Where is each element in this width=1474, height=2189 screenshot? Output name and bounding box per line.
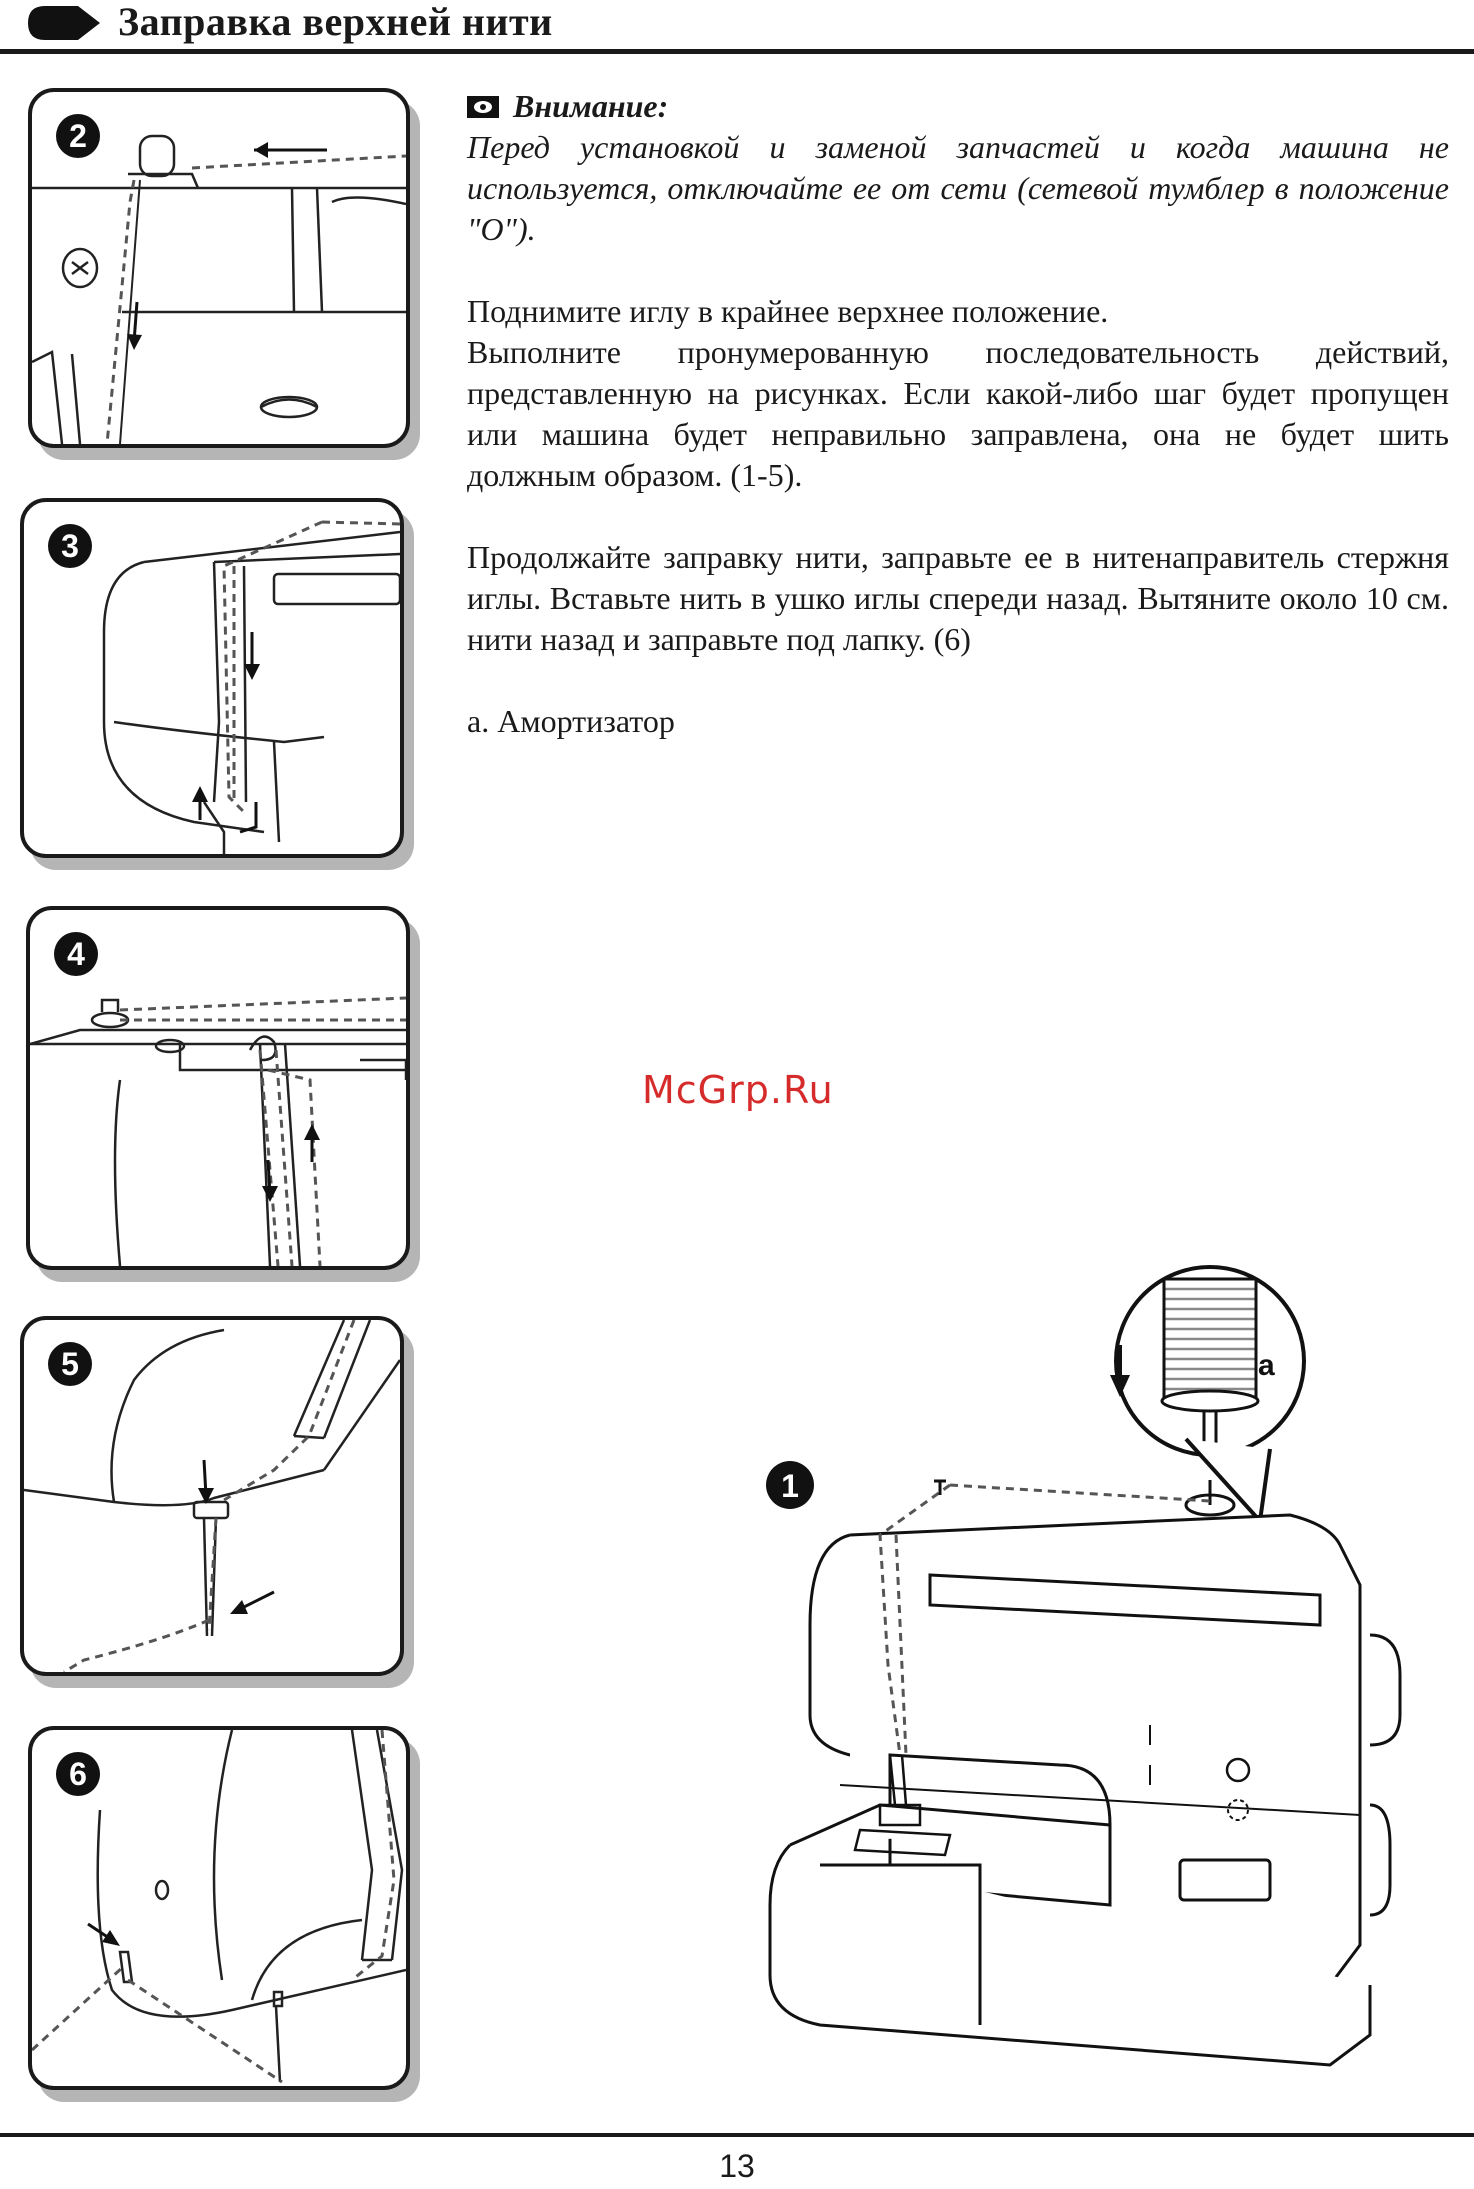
instructions-text: Внимание: Перед установкой и заменой зап…	[467, 86, 1449, 742]
sewing-machine-drawing: 1 a	[766, 1265, 1402, 2067]
header-rule	[0, 49, 1474, 54]
step-3-panel: 3	[20, 498, 404, 858]
main-machine-illustration: 1 a	[730, 1245, 1430, 2085]
warning-heading-text: Внимание:	[513, 88, 669, 124]
step-number-badge: 5	[48, 1342, 92, 1386]
step-4-panel: 4	[26, 906, 410, 1270]
paragraph-sequence: Выполните пронумерованную последовательн…	[467, 334, 1449, 493]
paragraph-continue-threading: Продолжайте заправку нити, заправьте ее …	[467, 539, 1449, 657]
step-4-illustration	[30, 996, 406, 1266]
watermark: McGrp.Ru	[642, 1068, 834, 1112]
step-3-illustration	[102, 520, 400, 854]
step-2-panel: 2	[28, 88, 410, 448]
callout-label-a: a	[1258, 1349, 1275, 1382]
step-number-badge: 4	[54, 932, 98, 976]
step-number-badge: 2	[56, 114, 100, 158]
section-marker-icon	[28, 6, 100, 40]
step-6-panel: 6	[28, 1726, 410, 2090]
step-2-illustration	[32, 134, 406, 444]
footer-rule	[0, 2133, 1474, 2137]
step-number-badge: 3	[48, 524, 92, 568]
warning-heading: Внимание:	[467, 86, 1449, 127]
step-5-illustration	[24, 1320, 400, 1672]
step-1-badge: 1	[781, 1468, 799, 1504]
warning-body: Перед установкой и заменой запчастей и к…	[467, 129, 1449, 247]
step-6-illustration	[32, 1730, 406, 2084]
page-title: Заправка верхней нити	[118, 0, 553, 44]
paragraph-raise-needle: Поднимите иглу в крайнее верхнее положен…	[467, 293, 1109, 329]
page-header: Заправка верхней нити	[0, 0, 1474, 56]
step-5-panel: 5	[20, 1316, 404, 1676]
eye-warning-icon	[467, 95, 499, 118]
page-number: 13	[719, 2148, 755, 2184]
paragraph-legend-a: a. Амортизатор	[467, 703, 675, 739]
step-number-badge: 6	[56, 1752, 100, 1796]
